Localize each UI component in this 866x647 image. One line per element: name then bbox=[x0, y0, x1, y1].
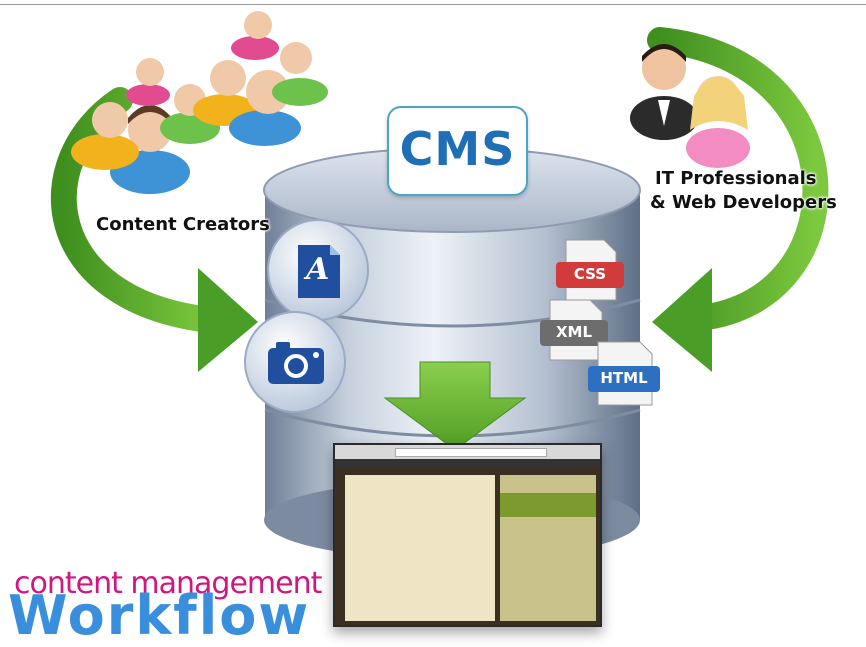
website-preview bbox=[333, 443, 602, 627]
site-nav-bar bbox=[335, 459, 600, 467]
web-developers-label: & Web Developers bbox=[650, 192, 837, 213]
it-professionals-people-icon bbox=[630, 44, 750, 168]
css-file-icon bbox=[556, 239, 624, 301]
document-icon bbox=[267, 219, 369, 321]
content-creators-people-icon bbox=[71, 11, 328, 194]
html-badge-label: HTML bbox=[600, 369, 648, 387]
browser-url-bar bbox=[395, 448, 547, 457]
document-letter: A bbox=[306, 252, 330, 287]
right-flow-arrow bbox=[647, 27, 829, 372]
browser-toolbar bbox=[335, 445, 600, 459]
top-rule bbox=[0, 4, 866, 5]
cms-label-box: CMS bbox=[387, 106, 528, 196]
title-line-1: content management bbox=[14, 566, 322, 601]
content-creators-label: Content Creators bbox=[96, 214, 270, 235]
site-main-content bbox=[345, 475, 495, 621]
title-line-2: Workflow bbox=[8, 584, 311, 647]
css-badge-label: CSS bbox=[573, 265, 607, 283]
xml-badge-label: XML bbox=[555, 323, 593, 341]
it-professionals-label: IT Professionals bbox=[655, 168, 817, 189]
xml-file-icon bbox=[540, 299, 608, 361]
left-flow-arrow bbox=[50, 87, 258, 372]
html-file-icon bbox=[588, 341, 660, 406]
cms-label: CMS bbox=[399, 122, 516, 176]
camera-icon bbox=[244, 311, 346, 413]
publish-down-arrow bbox=[383, 361, 527, 451]
site-sidebar-banner bbox=[500, 493, 596, 517]
